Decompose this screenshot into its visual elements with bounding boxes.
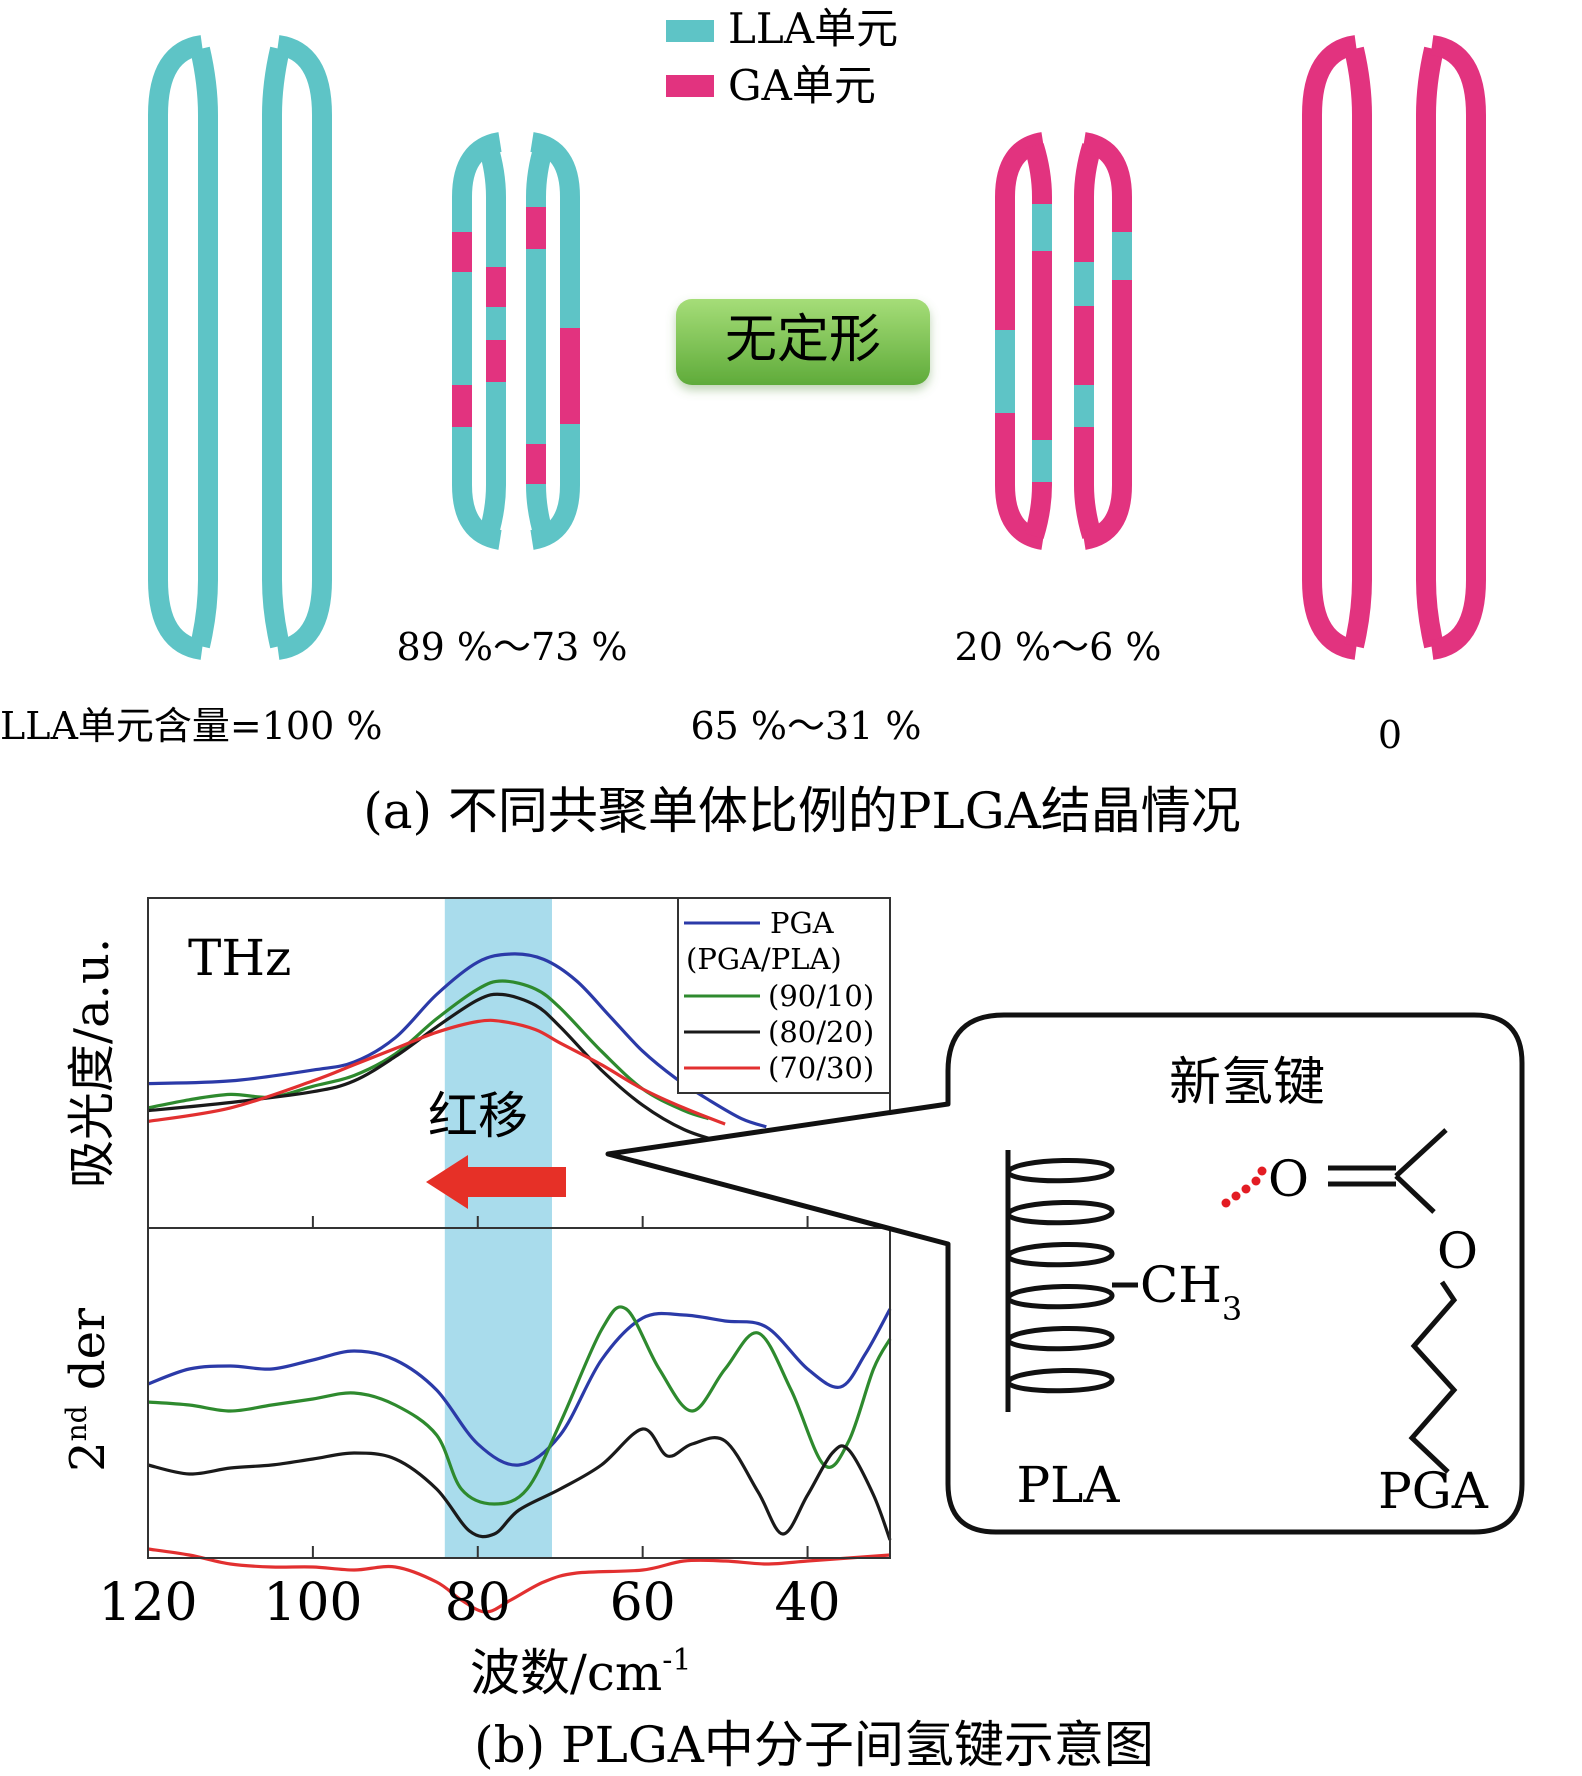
- legend-label-lla: LLA单元: [728, 4, 898, 53]
- legend-a: LLA单元 GA单元: [666, 4, 898, 110]
- carbonyl-o-label: O: [1268, 1150, 1309, 1208]
- h-bond-dot: [1231, 1191, 1241, 1201]
- legend-text-pga: PGA: [770, 906, 835, 940]
- pla-label: PLA: [1017, 1456, 1121, 1514]
- chain-outer-left: [1302, 35, 1359, 660]
- x-tick-label: 80: [445, 1573, 511, 1633]
- amorphous-label: 无定形: [725, 310, 881, 370]
- pla-helix: [1005, 1150, 1115, 1412]
- amorphous-badge-shape: [676, 299, 930, 385]
- thz-label: THz: [188, 929, 291, 987]
- absorbance-line-70-30: [147, 1018, 726, 1126]
- legend-label-ga: GA单元: [728, 61, 876, 110]
- x-axis-label-sup: -1: [662, 1643, 691, 1678]
- legend-text-70-30: (70/30): [768, 1051, 874, 1085]
- x-tick-label: 100: [263, 1573, 362, 1633]
- derivative-line-80-20: [147, 1427, 892, 1541]
- absorbance-line-90-10: [147, 979, 710, 1121]
- chain-unit-segment: [452, 385, 472, 427]
- ch3-label: CH3: [1140, 1256, 1242, 1328]
- legend-swatch-lla: [666, 20, 714, 42]
- caption-a: (a) 不同共聚单体比例的PLGA结晶情况: [363, 782, 1241, 840]
- chain-inner-left: [1024, 143, 1052, 539]
- pct-label-100: LLA单元含量=100 %: [0, 704, 382, 748]
- y-axis-label-der-sup: nd: [60, 1405, 93, 1441]
- x-tick-labels: 120 100 80 60 40: [98, 1573, 840, 1633]
- chain-inner-right: [262, 46, 290, 649]
- pct-label-89-73: 89 %～73 %: [396, 625, 627, 669]
- carbonyl-branches: [1394, 1128, 1448, 1214]
- ch3-label-main: CH: [1140, 1256, 1222, 1314]
- caption-b: (b) PLGA中分子间氢键示意图: [474, 1716, 1154, 1774]
- x-axis-label: 波数/cm-1: [470, 1643, 692, 1702]
- chain-unit-segment: [1032, 204, 1052, 251]
- pct-label-20-6: 20 %～6 %: [955, 625, 1162, 669]
- legend-swatch-ga: [666, 75, 714, 97]
- hydrogen-bond-callout: 新氢键 CH3 O O PLA PGA: [605, 1012, 1525, 1535]
- chain-unit-segment: [1112, 232, 1132, 280]
- derivative-series: [147, 1305, 892, 1614]
- h-bond-dot: [1251, 1176, 1261, 1186]
- chain-inner-right: [1074, 143, 1102, 539]
- chain-diagrams: [148, 35, 1486, 660]
- chain-inner-right: [526, 143, 554, 539]
- legend-header: (PGA/PLA): [686, 942, 842, 976]
- x-tick-label: 120: [98, 1573, 197, 1633]
- legend-text-90-10: (90/10): [768, 979, 874, 1013]
- panel-a: LLA单元 GA单元 无定形 89 %～73 % 20 %～6 % LLA单元含…: [0, 4, 1486, 840]
- pct-label-65-31: 65 %～31 %: [690, 704, 921, 748]
- chart-legend: PGA (PGA/PLA) (90/10) (80/20) (70/30): [677, 897, 891, 1094]
- pga-label: PGA: [1378, 1462, 1489, 1520]
- panel-b-chart: 120 100 80 60 40 波数/cm-1 吸光度/a.u. 2nd der TH…: [60, 897, 892, 1702]
- pct-label-0: 0: [1378, 713, 1402, 757]
- y-axis-label-absorbance: 吸光度/a.u.: [64, 938, 120, 1188]
- chain-unit-segment: [486, 340, 506, 382]
- chain-unit-segment: [560, 328, 580, 424]
- ch3-label-sub: 3: [1222, 1290, 1242, 1328]
- y-axis-label-derivative: 2nd der: [60, 1308, 116, 1472]
- chain-unit-segment: [995, 330, 1015, 413]
- x-tick-label: 60: [610, 1573, 676, 1633]
- y-axis-label-der-main: 2: [60, 1441, 116, 1472]
- chain-unit-segment: [1074, 262, 1094, 306]
- y-axis-label-der-tail: der: [60, 1308, 116, 1405]
- h-bond-dot: [1257, 1166, 1267, 1176]
- pga-zigzag: [1408, 1280, 1458, 1474]
- hydrogen-bond-dots: [1221, 1166, 1267, 1208]
- chain-unit-segment: [1074, 385, 1094, 427]
- ester-o-label: O: [1437, 1222, 1478, 1280]
- amorphous-badge: 无定形: [676, 299, 930, 385]
- chain-outer-left: [148, 35, 205, 660]
- chain-unit-segment: [486, 267, 506, 307]
- derivative-line-70-30: [147, 1547, 891, 1614]
- h-bond-dot: [1221, 1198, 1231, 1208]
- x-tick-label: 40: [774, 1573, 840, 1633]
- x-axis-label-main: 波数/cm: [470, 1644, 662, 1702]
- red-shift-label: 红移: [428, 1087, 528, 1145]
- x-ticks: [147, 1216, 809, 1558]
- callout-title: 新氢键: [1169, 1053, 1325, 1113]
- chain-outer-right: [1429, 35, 1486, 660]
- chain-outer-right: [275, 35, 332, 660]
- legend-text-80-20: (80/20): [768, 1015, 874, 1049]
- h-bond-dot: [1241, 1184, 1251, 1194]
- chain-unit-segment: [1032, 440, 1052, 482]
- chain-inner-left: [190, 46, 218, 649]
- callout-bubble: [605, 1012, 1525, 1535]
- chain-inner-left: [1344, 46, 1372, 649]
- chain-inner-right: [1416, 46, 1444, 649]
- red-shift-arrow: [426, 1155, 566, 1209]
- derivative-line-90-10: [147, 1305, 892, 1506]
- chain-unit-segment: [526, 444, 546, 484]
- chain-unit-segment: [452, 232, 472, 272]
- derivative-line-pga: [147, 1308, 892, 1467]
- chain-unit-segment: [526, 207, 546, 249]
- chain-outer-right: [1081, 132, 1132, 550]
